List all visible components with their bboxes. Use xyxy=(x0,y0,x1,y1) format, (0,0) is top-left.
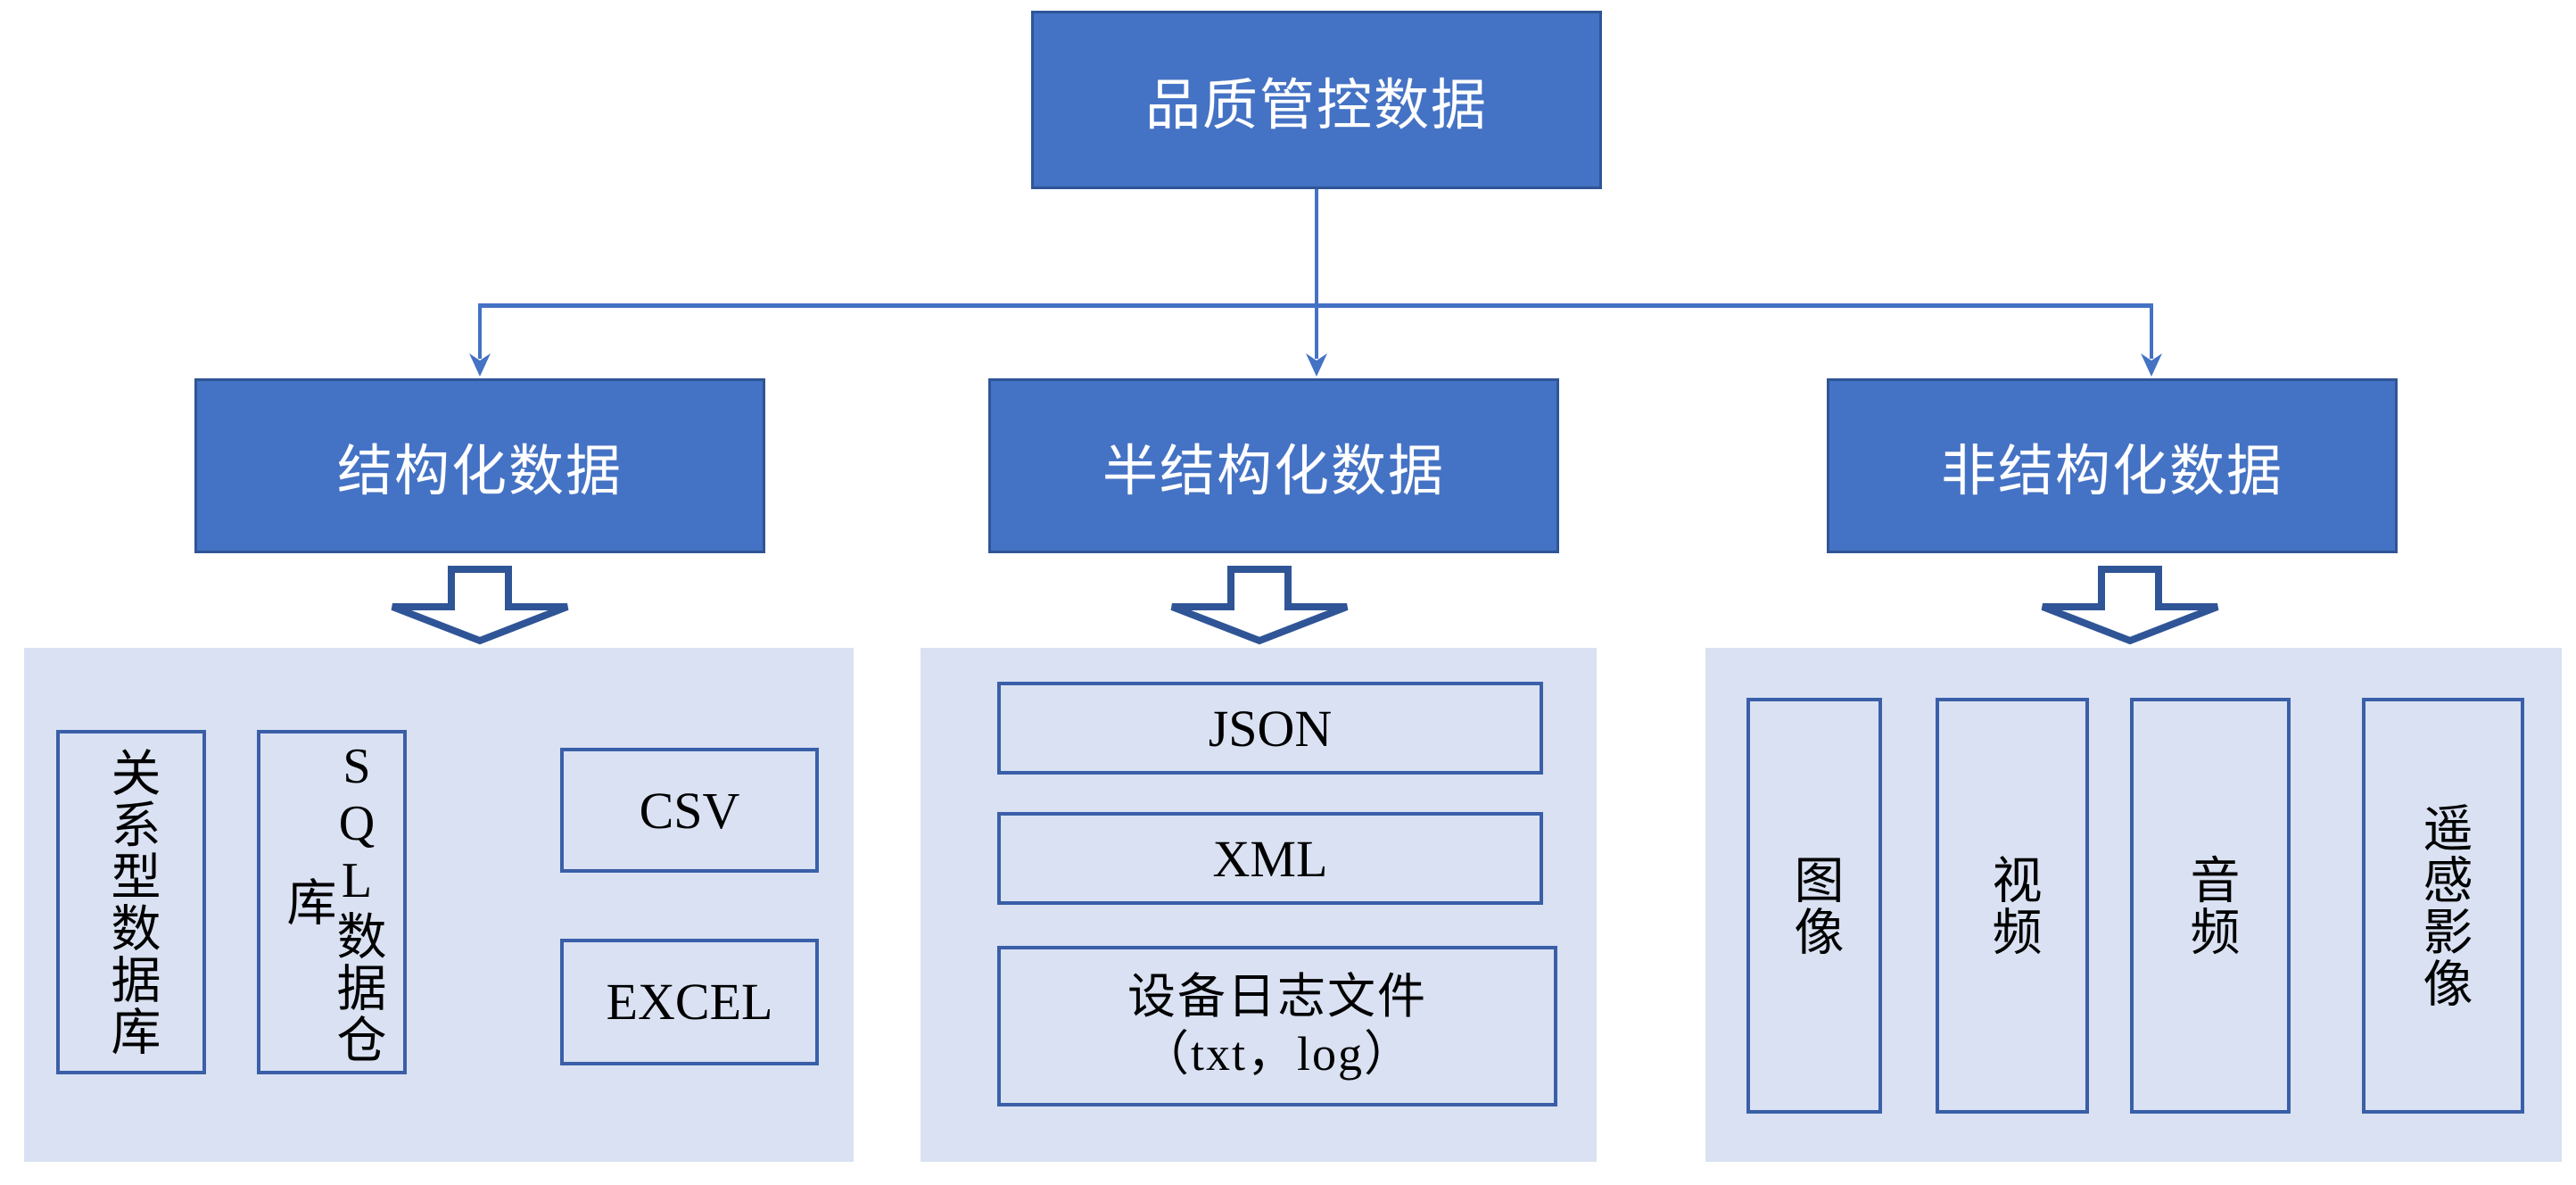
leaf-relational-database: 关系型数据库 xyxy=(56,730,206,1074)
leaf-csv: CSV xyxy=(560,748,819,873)
leaf-device-log-file-line1: 设备日志文件 xyxy=(1127,970,1427,1024)
connector-drop-semi-structured xyxy=(1315,303,1318,359)
connector-root-stem xyxy=(1315,189,1318,305)
root-node-quality-control-data: 品质管控数据 xyxy=(1031,11,1602,189)
arrowhead-down-icon xyxy=(469,353,491,377)
connector-drop-unstructured xyxy=(2150,303,2153,359)
leaf-video: 视频 xyxy=(1936,698,2089,1114)
leaf-remote-sensing-imagery: 遥感影像 xyxy=(2362,698,2524,1114)
branch-node-unstructured-data: 非结构化数据 xyxy=(1827,378,2398,553)
branch-node-structured-data: 结构化数据 xyxy=(194,378,765,553)
down-block-arrow-icon xyxy=(1170,566,1349,645)
leaf-device-log-file-line2: （txt，log） xyxy=(1140,1027,1414,1081)
leaf-json: JSON xyxy=(997,682,1543,775)
arrowhead-down-icon xyxy=(2141,353,2162,377)
down-block-arrow-icon xyxy=(2041,566,2219,645)
arrowhead-down-icon xyxy=(1306,353,1327,377)
leaf-sql-data-warehouse: SQL数据仓库 xyxy=(257,730,407,1074)
connector-drop-structured xyxy=(478,303,482,359)
leaf-audio: 音频 xyxy=(2130,698,2291,1114)
branch-node-semi-structured-data: 半结构化数据 xyxy=(988,378,1559,553)
leaf-excel: EXCEL xyxy=(560,939,819,1065)
leaf-device-log-file: 设备日志文件 （txt，log） xyxy=(997,946,1557,1106)
leaf-image: 图像 xyxy=(1746,698,1882,1114)
down-block-arrow-icon xyxy=(391,566,569,645)
leaf-xml: XML xyxy=(997,812,1543,905)
